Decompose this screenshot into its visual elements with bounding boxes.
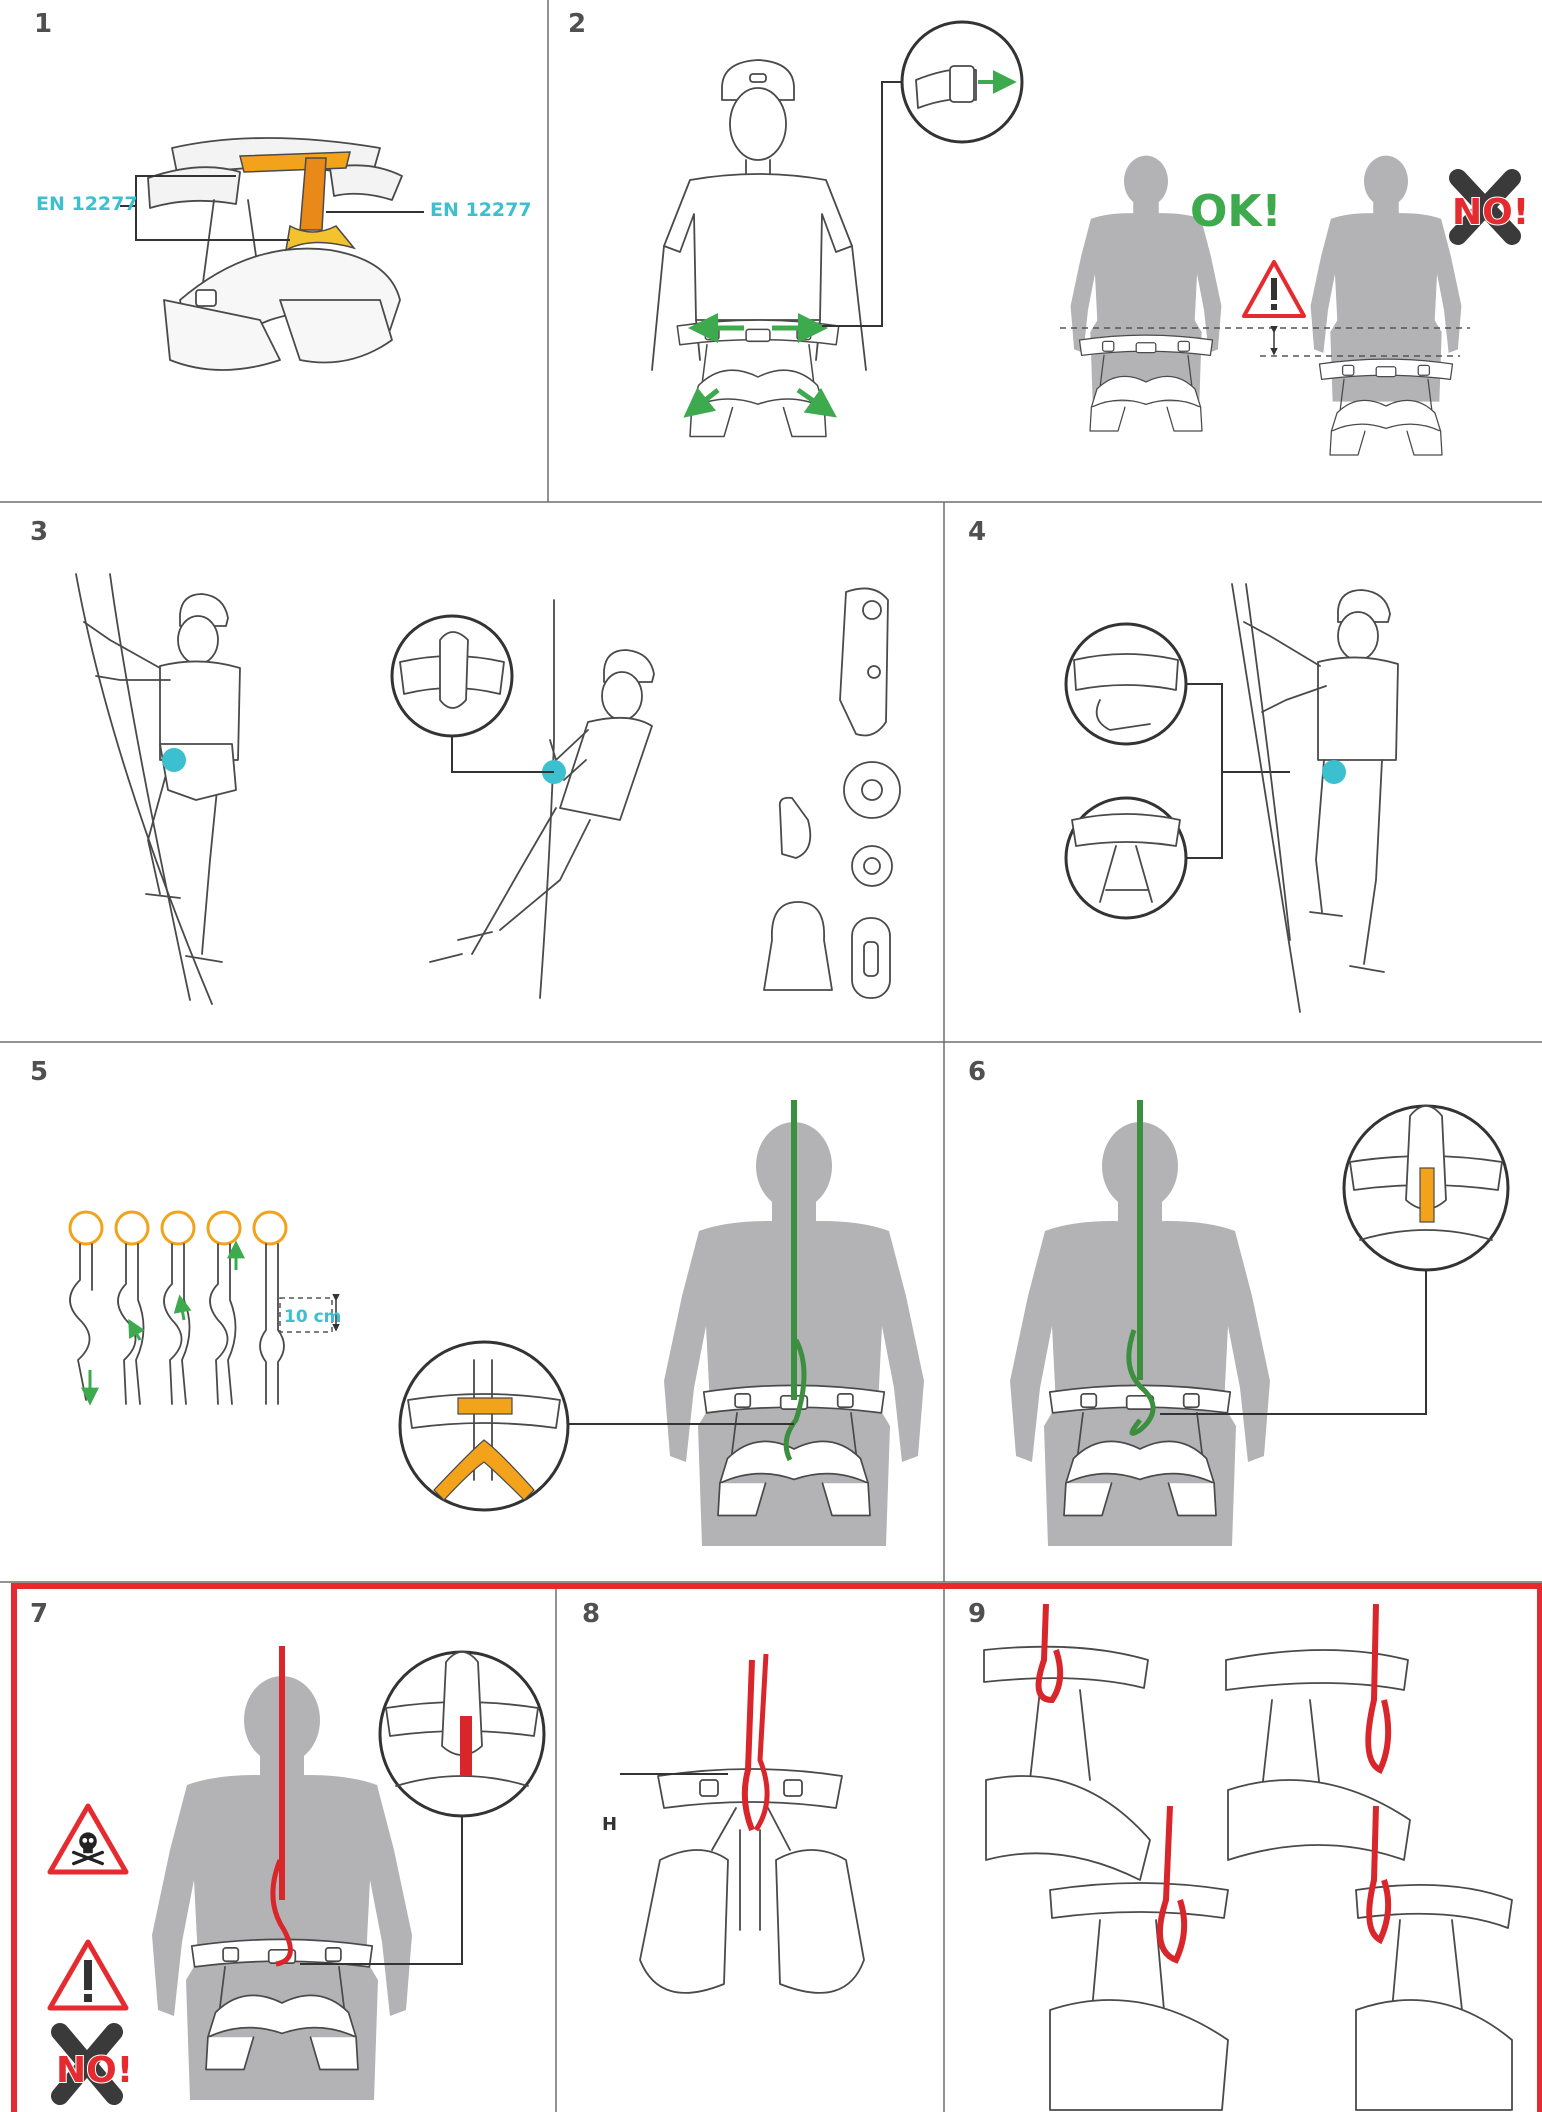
tube-device-icon	[764, 902, 832, 990]
panel-6-tie-in-check	[1010, 1100, 1508, 1546]
harness-detail-9a	[984, 1647, 1150, 1880]
skull-warning-icon	[50, 1806, 126, 1872]
panel-number-7: 7	[30, 1599, 48, 1629]
climber-outline	[76, 574, 240, 1004]
panel-number-2: 2	[568, 9, 586, 39]
panel-7-incorrect-tie-in: NO!	[50, 1646, 544, 2100]
knot-steps: 10 cm	[70, 1212, 341, 1404]
climber-outline-4	[1232, 584, 1398, 1012]
no-label-7: NO!	[56, 2050, 133, 2091]
panel-number-4: 4	[968, 517, 986, 547]
panel-8-belay-loop: H	[602, 1654, 864, 1993]
cross-no-icon-7: NO!	[56, 2032, 133, 2096]
standard-label-right: EN 12277	[430, 199, 532, 221]
cross-no-icon: NO!	[1452, 178, 1529, 236]
panel-number-5: 5	[30, 1057, 48, 1087]
standard-label-left: EN 12277	[36, 193, 138, 215]
ok-label: OK!	[1190, 186, 1282, 237]
panel-2-adjustment: OK! NO!	[652, 22, 1529, 455]
panel-number-3: 3	[30, 517, 48, 547]
panel-number-1: 1	[34, 9, 52, 39]
harness-detail-9d	[1356, 1885, 1512, 2110]
panel-3-belay-descender	[76, 574, 900, 1004]
belay-loop-callout: H	[602, 1814, 617, 1835]
devices-group	[764, 588, 900, 998]
no-label: NO!	[1452, 192, 1529, 233]
panel-4-tie-in	[1066, 584, 1398, 1012]
panel-number-6: 6	[968, 1057, 986, 1087]
panel-1-harness: EN 12277 EN 12277	[36, 138, 532, 370]
panel-5-figure-eight-knot: 10 cm	[70, 1100, 924, 1546]
harness-front-8	[640, 1769, 864, 1993]
panel-9-incorrect-attachments	[984, 1604, 1512, 2110]
warning-triangle-icon	[1244, 262, 1304, 316]
distance-label: 10 cm	[284, 1307, 341, 1327]
warning-triangle-icon-7	[50, 1942, 126, 2008]
harness-detail-9c	[1050, 1883, 1228, 2110]
panel-number-8: 8	[582, 1599, 600, 1629]
belay-plate-icon	[780, 798, 811, 858]
panel-number-9: 9	[968, 1599, 986, 1629]
attachment-point-marker	[162, 748, 186, 772]
